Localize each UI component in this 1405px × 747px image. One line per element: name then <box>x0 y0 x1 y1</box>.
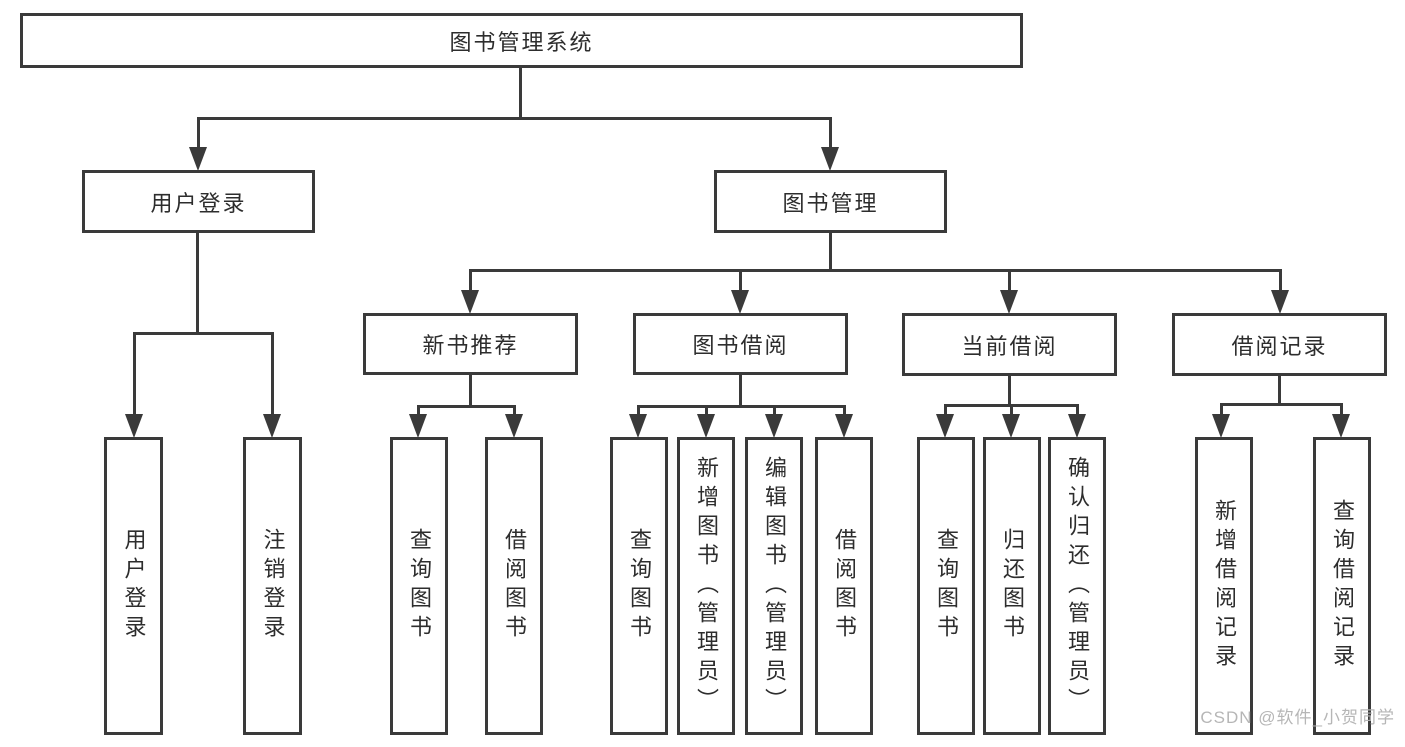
connector-line <box>739 269 742 292</box>
connector-line <box>1340 403 1343 416</box>
arrowhead-icon <box>1212 414 1230 438</box>
connector-line <box>843 405 846 416</box>
connector-line <box>637 405 846 408</box>
arrowhead-icon <box>461 290 479 314</box>
arrowhead-icon <box>835 414 853 438</box>
node-borrow-records: 借阅记录 <box>1172 313 1387 376</box>
arrowhead-icon <box>1332 414 1350 438</box>
connector-line <box>739 374 742 408</box>
connector-line <box>829 117 832 149</box>
arrowhead-icon <box>505 414 523 438</box>
arrowhead-icon <box>263 414 281 438</box>
connector-line <box>469 374 472 408</box>
node-leaf-logout: 注销登录 <box>243 437 302 735</box>
node-leaf-records-add: 新增借阅记录 <box>1195 437 1253 735</box>
node-leaf-current-query: 查询图书 <box>917 437 975 735</box>
connector-line <box>519 66 522 120</box>
connector-line <box>1278 375 1281 406</box>
connector-line <box>133 332 136 416</box>
node-book-mgmt-branch: 图书管理 <box>714 170 947 233</box>
connector-line <box>196 231 199 335</box>
arrowhead-icon <box>1000 290 1018 314</box>
connector-line <box>271 332 274 416</box>
arrowhead-icon <box>697 414 715 438</box>
connector-line <box>197 117 200 149</box>
arrowhead-icon <box>189 147 207 171</box>
connector-line <box>417 405 516 408</box>
node-leaf-borrow-query: 查询图书 <box>610 437 668 735</box>
arrowhead-icon <box>409 414 427 438</box>
connector-line <box>1010 404 1013 416</box>
arrowhead-icon <box>731 290 749 314</box>
connector-line <box>944 404 947 416</box>
arrowhead-icon <box>765 414 783 438</box>
connector-line <box>1279 269 1282 292</box>
node-leaf-newbooks-borrow: 借阅图书 <box>485 437 543 735</box>
node-user-login-branch: 用户登录 <box>82 170 315 233</box>
node-leaf-records-query: 查询借阅记录 <box>1313 437 1371 735</box>
node-leaf-user-login: 用户登录 <box>104 437 163 735</box>
arrowhead-icon <box>821 147 839 171</box>
arrowhead-icon <box>1002 414 1020 438</box>
connector-line <box>469 269 472 292</box>
connector-line <box>1008 375 1011 407</box>
connector-line <box>705 405 708 416</box>
connector-line <box>773 405 776 416</box>
node-leaf-current-confirm: 确认归还（管理员） <box>1048 437 1106 735</box>
node-leaf-current-return: 归还图书 <box>983 437 1041 735</box>
connector-line <box>829 231 832 272</box>
arrowhead-icon <box>1068 414 1086 438</box>
connector-line <box>133 332 274 335</box>
connector-line <box>637 405 640 416</box>
node-book-borrow: 图书借阅 <box>633 313 848 375</box>
node-new-books: 新书推荐 <box>363 313 578 375</box>
node-root: 图书管理系统 <box>20 13 1023 68</box>
connector-line <box>197 117 832 120</box>
connector-line <box>417 405 420 416</box>
connector-line <box>1008 269 1011 292</box>
node-leaf-borrow-add: 新增图书（管理员） <box>677 437 735 735</box>
connector-line <box>469 269 1282 272</box>
arrowhead-icon <box>125 414 143 438</box>
node-leaf-newbooks-query: 查询图书 <box>390 437 448 735</box>
node-leaf-borrow-edit: 编辑图书（管理员） <box>745 437 803 735</box>
connector-line <box>1220 403 1223 416</box>
connector-line <box>513 405 516 416</box>
arrowhead-icon <box>936 414 954 438</box>
watermark: CSDN @软件_小贺同学 <box>1200 708 1395 727</box>
node-current-borrow: 当前借阅 <box>902 313 1117 376</box>
arrowhead-icon <box>629 414 647 438</box>
connector-line <box>1076 404 1079 416</box>
arrowhead-icon <box>1271 290 1289 314</box>
node-leaf-borrow-borrow: 借阅图书 <box>815 437 873 735</box>
connector-line <box>1220 403 1343 406</box>
